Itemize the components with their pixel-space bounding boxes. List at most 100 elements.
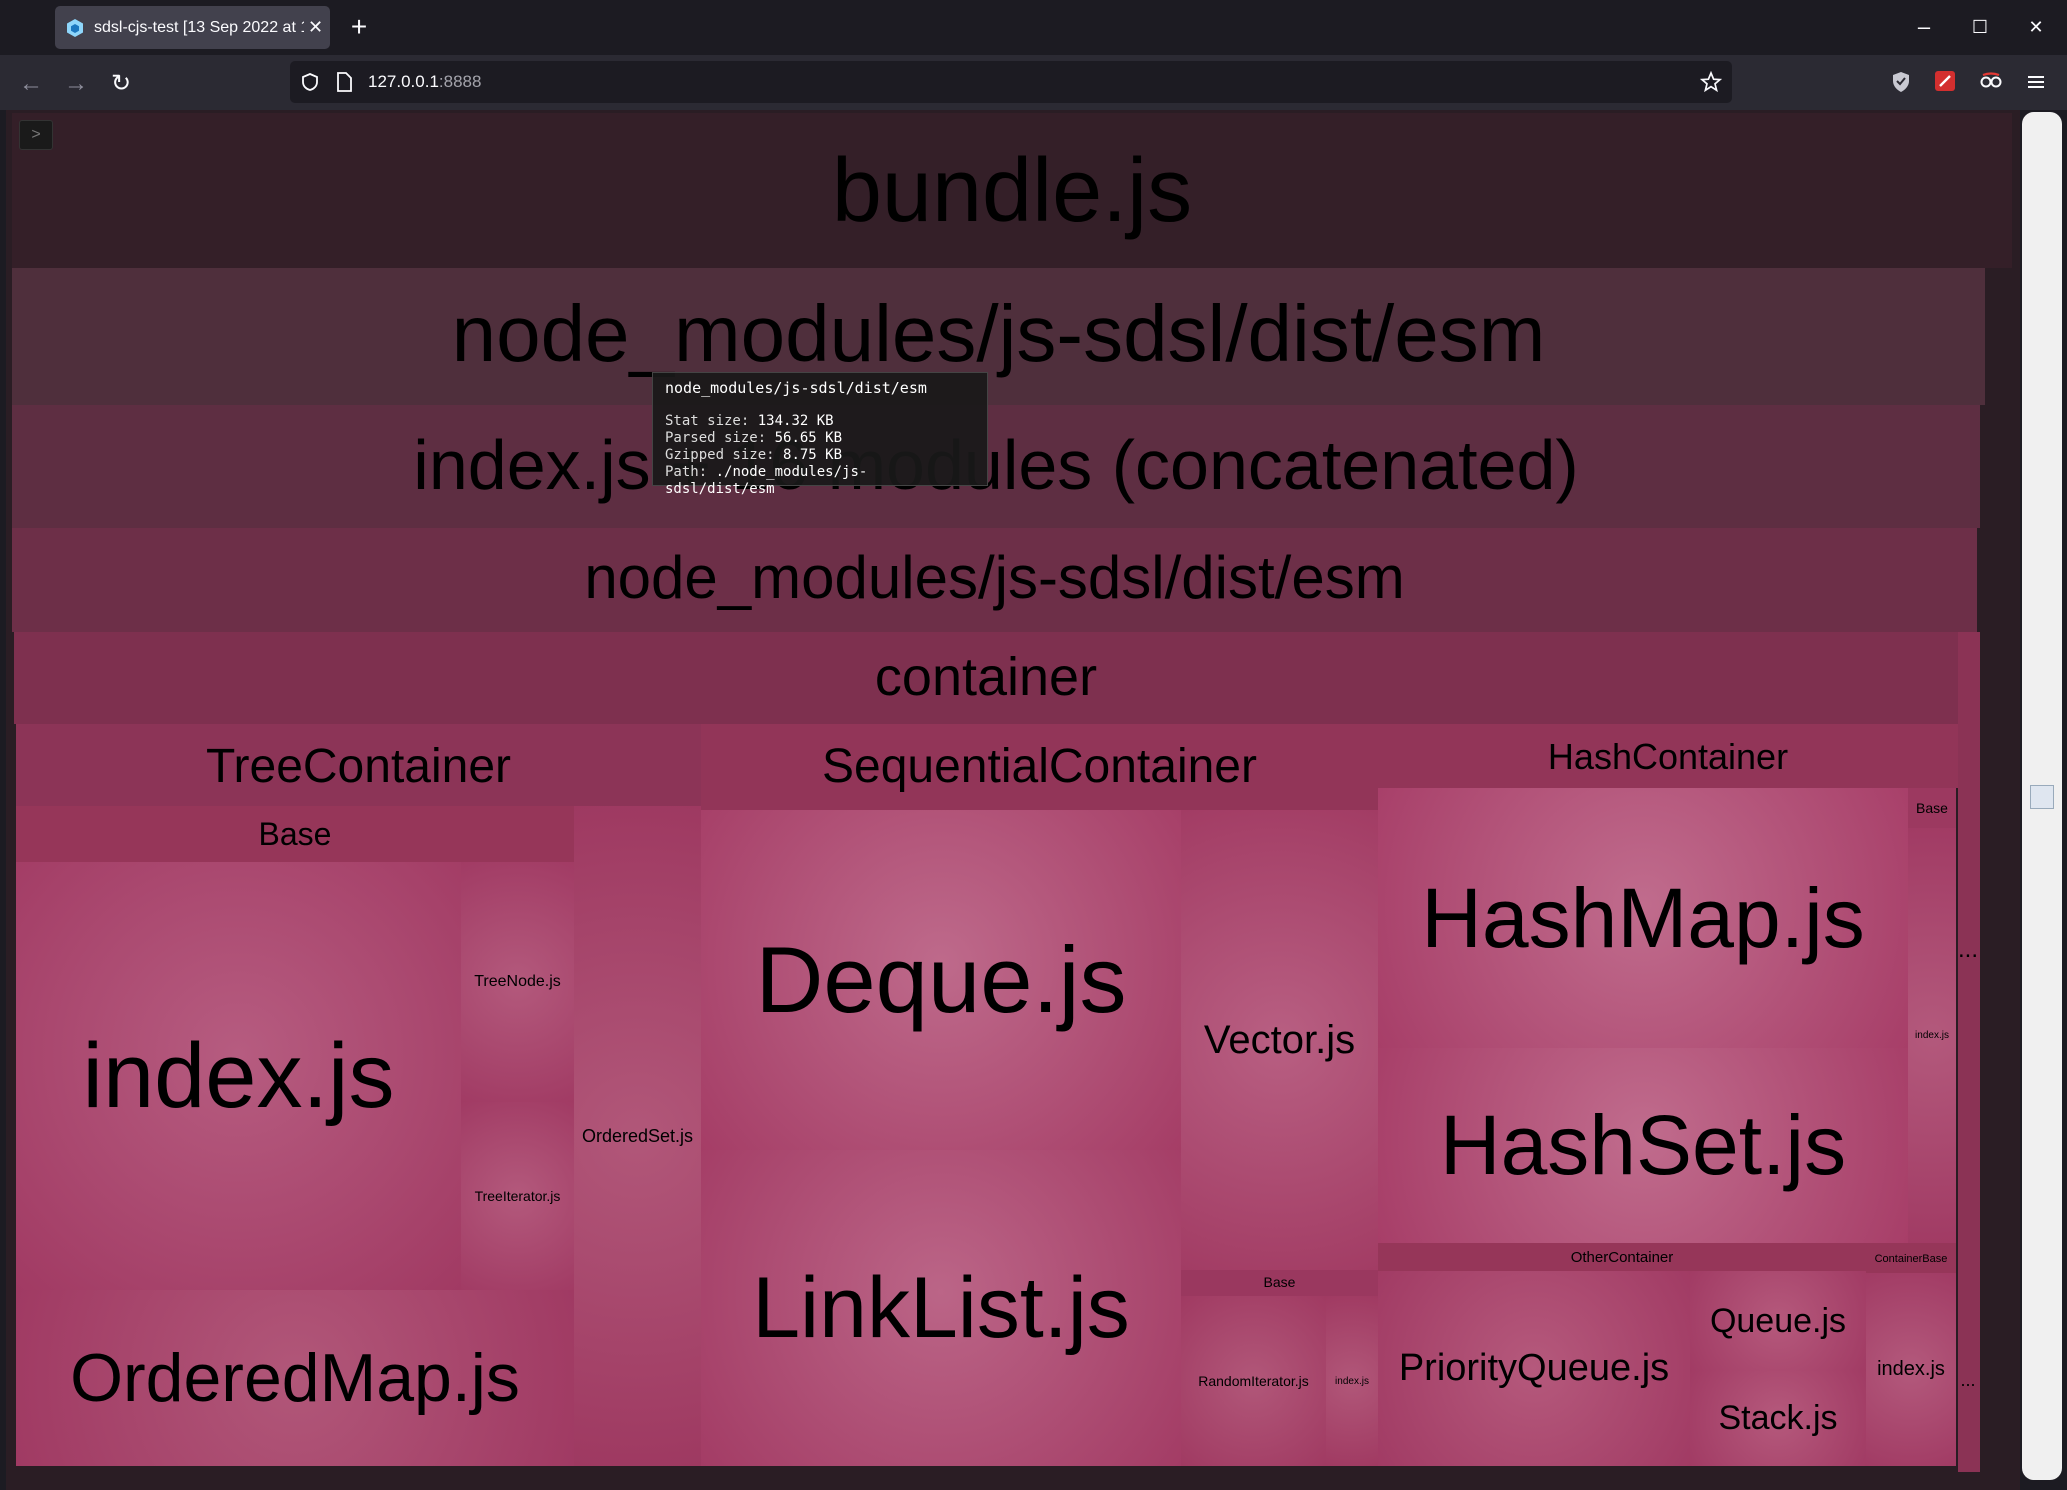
url-port: :8888 bbox=[438, 72, 482, 91]
treemap-label-other-container: OtherContainer bbox=[1570, 1249, 1674, 1266]
url-bar[interactable]: 127.0.0.1:8888 bbox=[290, 61, 1732, 103]
webpack-favicon-icon bbox=[67, 18, 83, 37]
treemap-more-1[interactable]: ... bbox=[1956, 900, 1980, 1000]
treemap-label-tree-base: Base bbox=[258, 816, 332, 852]
treemap-tree-base[interactable]: Base bbox=[16, 806, 574, 862]
tooltip-stat-row: Stat size: 134.32 KB bbox=[665, 413, 975, 430]
treemap-container-base-index[interactable]: index.js bbox=[1866, 1273, 1956, 1466]
back-button[interactable]: ← bbox=[19, 70, 43, 97]
treemap-tree-iterator[interactable]: TreeIterator.js bbox=[461, 1102, 574, 1290]
bookmark-star-icon[interactable] bbox=[1700, 71, 1722, 93]
treemap-esm-inner[interactable]: node_modules/js-sdsl/dist/esm bbox=[12, 528, 1977, 632]
treemap-more-2[interactable]: ... bbox=[1956, 1330, 1980, 1430]
tooltip-title: node_modules/js-sdsl/dist/esm bbox=[665, 379, 927, 397]
forward-button[interactable]: → bbox=[64, 70, 88, 97]
navigation-bar: ← → ↻ 127.0.0.1:8888 bbox=[0, 55, 2067, 110]
treemap-label-hashmap: HashMap.js bbox=[1421, 870, 1865, 965]
tooltip-parsed-value: 56.65 KB bbox=[774, 430, 843, 446]
treemap-container[interactable]: container bbox=[14, 632, 1958, 724]
treemap-label-container-base-index: index.js bbox=[1877, 1358, 1945, 1380]
treemap-hash-base[interactable]: Base bbox=[1908, 788, 1956, 828]
page-icon[interactable] bbox=[335, 72, 353, 92]
extension-red-icon[interactable] bbox=[1934, 70, 1956, 92]
treemap-node-modules-esm[interactable]: node_modules/js-sdsl/dist/esm bbox=[12, 268, 1985, 405]
treemap-sibling-strip[interactable] bbox=[1958, 632, 1980, 1472]
treemap-queue[interactable]: Queue.js bbox=[1690, 1271, 1866, 1371]
treemap-deque[interactable]: Deque.js bbox=[701, 810, 1181, 1150]
treemap-label-hashset: HashSet.js bbox=[1439, 1098, 1847, 1192]
treemap-stack[interactable]: Stack.js bbox=[1690, 1371, 1866, 1466]
tooltip-parsed-row: Parsed size: 56.65 KB bbox=[665, 430, 975, 447]
treemap-hash-container[interactable]: HashContainer bbox=[1378, 724, 1958, 788]
treemap-hash-base-index[interactable]: index.js bbox=[1908, 828, 1956, 1243]
treemap-label-concatenated: index.js + 16 modules (concatenated) bbox=[413, 426, 1579, 504]
treemap-label-ordered-set: OrderedSet.js bbox=[581, 1125, 694, 1146]
treemap-label-sequential-container: SequentialContainer bbox=[822, 740, 1257, 793]
treemap-label-more-1: ... bbox=[1957, 936, 1978, 963]
treemap-sequential-container[interactable]: SequentialContainer bbox=[701, 724, 1378, 810]
treemap-label-ordered-map: OrderedMap.js bbox=[70, 1340, 520, 1416]
treemap-label-esm-inner: node_modules/js-sdsl/dist/esm bbox=[584, 544, 1405, 611]
treemap-ordered-set[interactable]: OrderedSet.js bbox=[574, 806, 701, 1466]
treemap-label-bundle: bundle.js bbox=[831, 141, 1193, 241]
treemap-tree-node[interactable]: TreeNode.js bbox=[461, 862, 574, 1102]
reload-button[interactable]: ↻ bbox=[110, 70, 132, 97]
treemap-label-linklist: LinkList.js bbox=[752, 1259, 1130, 1356]
url-text[interactable]: 127.0.0.1:8888 bbox=[368, 61, 481, 103]
treemap-label-vector: Vector.js bbox=[1203, 1017, 1356, 1062]
tab-close-button[interactable]: ✕ bbox=[308, 17, 324, 37]
treemap-other-container[interactable]: OtherContainer bbox=[1378, 1243, 1866, 1271]
new-tab-button[interactable]: + bbox=[350, 11, 368, 42]
treemap-linklist[interactable]: LinkList.js bbox=[701, 1150, 1181, 1466]
treemap-vector[interactable]: Vector.js bbox=[1181, 810, 1378, 1270]
treemap-label-deque: Deque.js bbox=[755, 927, 1127, 1032]
minimize-button[interactable]: – bbox=[1917, 14, 1931, 39]
maximize-button[interactable]: ☐ bbox=[1971, 17, 1989, 37]
treemap-seq-base[interactable]: Base bbox=[1181, 1270, 1378, 1296]
treemap-tooltip: node_modules/js-sdsl/dist/esm Stat size:… bbox=[652, 372, 988, 497]
extension-glasses-icon[interactable] bbox=[1979, 72, 2003, 90]
treemap-ordered-map[interactable]: OrderedMap.js bbox=[16, 1290, 574, 1466]
tooltip-path-row: Path: ./node_modules/js-sdsl/dist/esm bbox=[665, 464, 975, 498]
tooltip-path-label: Path: bbox=[665, 464, 708, 480]
menu-icon[interactable] bbox=[2026, 72, 2046, 92]
treemap-label-hash-base-index: index.js bbox=[1915, 1030, 1949, 1041]
treemap-tree-index[interactable]: index.js bbox=[16, 862, 461, 1290]
treemap-label-random-iterator: RandomIterator.js bbox=[1198, 1373, 1309, 1389]
treemap-label-hash-base: Base bbox=[1916, 800, 1948, 816]
treemap-label-seq-base: Base bbox=[1263, 1274, 1296, 1290]
tooltip-gzip-row: Gzipped size: 8.75 KB bbox=[665, 447, 975, 464]
treemap-container-base[interactable]: ContainerBase bbox=[1866, 1243, 1956, 1273]
tab-title: sdsl-cjs-test [13 Sep 2022 at 11: bbox=[94, 18, 304, 36]
treemap-label-container-base: ContainerBase bbox=[1874, 1253, 1948, 1265]
treemap-label-hash-container: HashContainer bbox=[1547, 736, 1789, 777]
treemap-label-node-modules: node_modules/js-sdsl/dist/esm bbox=[451, 289, 1546, 378]
treemap-random-iterator[interactable]: RandomIterator.js bbox=[1181, 1296, 1326, 1466]
tooltip-stat-value: 134.32 KB bbox=[757, 413, 834, 429]
treemap-bundle[interactable]: bundle.js bbox=[12, 113, 2012, 268]
shield-icon[interactable] bbox=[300, 72, 320, 92]
treemap-hashset[interactable]: HashSet.js bbox=[1378, 1048, 1908, 1243]
treemap-label-tree-container: TreeContainer bbox=[205, 740, 512, 793]
treemap-priority-queue[interactable]: PriorityQueue.js bbox=[1378, 1271, 1690, 1466]
close-window-button[interactable]: ✕ bbox=[2028, 17, 2044, 37]
sidebar-toggle-button[interactable]: > bbox=[19, 120, 53, 150]
treemap-tree-container[interactable]: TreeContainer bbox=[16, 724, 701, 806]
treemap-seq-base-index[interactable]: index.js bbox=[1326, 1296, 1378, 1466]
active-tab[interactable]: sdsl-cjs-test [13 Sep 2022 at 11: ✕ bbox=[55, 6, 330, 49]
tooltip-gzip-label: Gzipped size: bbox=[665, 447, 775, 463]
treemap-label-seq-base-index: index.js bbox=[1335, 1375, 1369, 1387]
treemap-label-more-2: ... bbox=[1960, 1369, 1976, 1390]
treemap-label-priority-queue: PriorityQueue.js bbox=[1398, 1347, 1670, 1389]
tab-bar: sdsl-cjs-test [13 Sep 2022 at 11: ✕ + – … bbox=[0, 0, 2067, 55]
url-host: 127.0.0.1 bbox=[368, 72, 439, 91]
tooltip-parsed-label: Parsed size: bbox=[665, 430, 767, 446]
treemap-hashmap[interactable]: HashMap.js bbox=[1378, 788, 1908, 1048]
treemap-label-tree-node: TreeNode.js bbox=[474, 973, 561, 990]
extension-shield-icon[interactable] bbox=[1890, 70, 1912, 94]
treemap-concatenated[interactable]: index.js + 16 modules (concatenated) bbox=[12, 405, 1980, 528]
treemap-label-stack: Stack.js bbox=[1718, 1399, 1838, 1437]
scroll-marker-icon bbox=[2030, 785, 2054, 809]
treemap-label-container: container bbox=[874, 647, 1098, 707]
treemap-label-tree-iterator: TreeIterator.js bbox=[474, 1188, 561, 1204]
